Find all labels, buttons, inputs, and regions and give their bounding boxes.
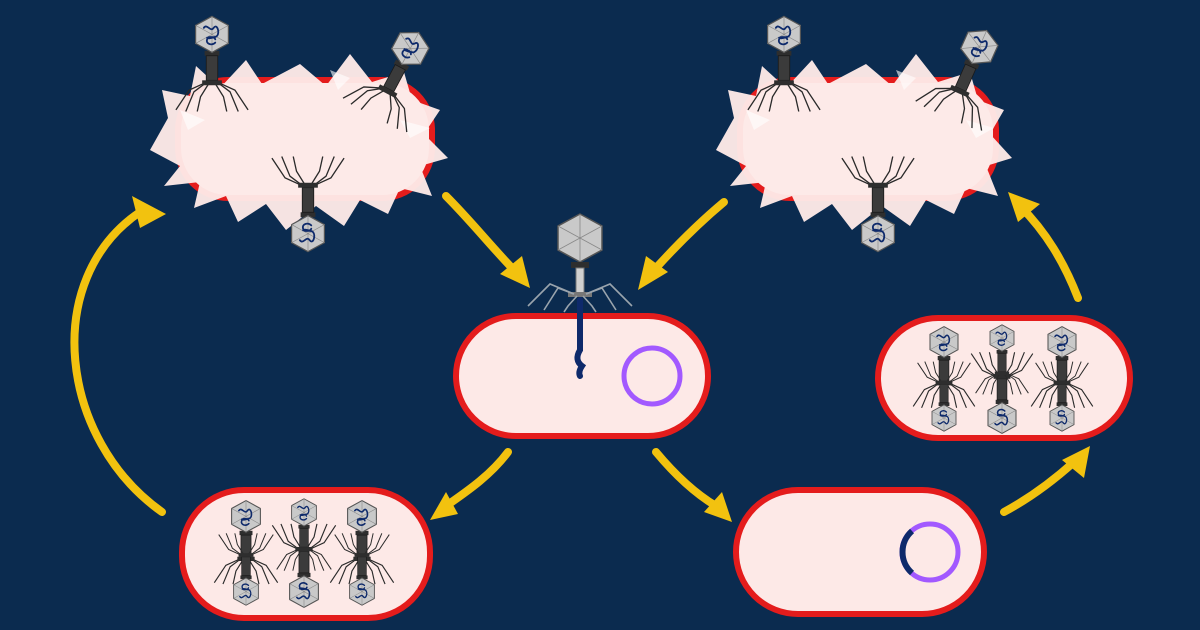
arrowhead-right-up bbox=[1062, 446, 1090, 478]
arrow-release-to-infection-left bbox=[442, 192, 516, 272]
arrow-heads bbox=[132, 192, 1090, 522]
lytic-replication-stage bbox=[179, 487, 433, 621]
cell-lysis-icon bbox=[150, 54, 448, 230]
cell-with-new-phages-icon bbox=[912, 324, 1094, 434]
injected-phage-dna bbox=[574, 297, 587, 379]
lytic-burst-stage bbox=[150, 14, 452, 253]
arrow-infection-to-lysogenic bbox=[652, 448, 720, 510]
host-cell-lysogenic bbox=[733, 487, 987, 617]
cell-lysis-icon bbox=[716, 54, 1012, 230]
infection-stage bbox=[453, 213, 711, 439]
arrow-induction-to-burst bbox=[1016, 202, 1082, 302]
arrow-infection-to-lytic bbox=[442, 448, 512, 510]
arrow-lytic-to-burst bbox=[70, 208, 166, 516]
arrowhead-left-up bbox=[132, 196, 166, 228]
arrowhead-bottom-left bbox=[430, 492, 458, 520]
bacterial-plasmid bbox=[621, 345, 683, 407]
arrowhead-center-left bbox=[500, 256, 530, 288]
lysogenic-induction-stage bbox=[875, 315, 1133, 441]
arrow-release-to-infection-right bbox=[652, 198, 728, 272]
arrowhead-top-right bbox=[1008, 192, 1040, 222]
arrowhead-center-right bbox=[638, 256, 668, 290]
phage-injecting-dna-icon bbox=[527, 213, 633, 313]
cell-with-new-phages-icon bbox=[213, 498, 395, 608]
lysogenic-integration-stage bbox=[733, 487, 987, 617]
arrowhead-bottom-right bbox=[704, 492, 732, 522]
arrow-lysogenic-to-induction bbox=[1000, 458, 1078, 516]
lysogenic-burst-stage bbox=[716, 14, 1021, 253]
prophage-in-plasmid-icon bbox=[899, 521, 961, 583]
cycle-arrows bbox=[70, 192, 1082, 516]
